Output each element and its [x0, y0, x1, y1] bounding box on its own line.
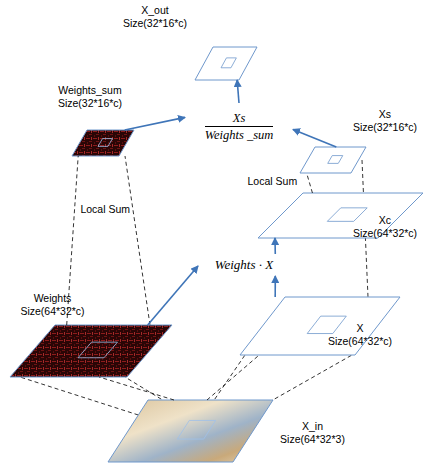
plane-name: X_out — [110, 4, 200, 17]
plane-label: XsSize(32*16*c) — [345, 108, 423, 134]
plane-outline — [10, 325, 172, 377]
arrow-connector — [274, 238, 276, 254]
plane-label: X_inSize(64*32*3) — [270, 420, 355, 446]
window-marker — [177, 420, 215, 439]
window-marker — [328, 156, 343, 164]
dashed-connector — [99, 377, 174, 400]
window-marker — [327, 208, 367, 222]
multiply-operator: Weights · X — [198, 254, 290, 276]
plane-shape — [72, 130, 134, 156]
plane-outline — [72, 130, 134, 156]
plane-label: Weights_sumSize(32*16*c) — [45, 84, 135, 110]
plane-shape — [300, 147, 366, 173]
plane-size: Size(32*16*c) — [110, 17, 200, 30]
plane-size: Size(64*32*3) — [270, 433, 355, 446]
arrow-connector — [274, 276, 276, 297]
plane-name: Xs — [345, 108, 423, 121]
weights-plane: WeightsSize(64*32*c) — [10, 325, 172, 377]
plane-label: X_outSize(32*16*c) — [110, 4, 200, 30]
arrow-connector — [293, 129, 336, 147]
arrow-connector — [148, 266, 198, 325]
division-operator: XsWeights _sum — [185, 103, 293, 151]
plane-size: Size(64*32*c) — [5, 305, 100, 318]
plane-name: X — [320, 322, 400, 335]
window-marker — [98, 139, 112, 147]
dashed-connector — [307, 173, 313, 193]
fraction: XsWeights _sum — [185, 103, 293, 151]
plane-outline — [240, 297, 400, 355]
plane-size: Size(64*32*c) — [345, 227, 423, 240]
edge-label: Local Sum — [248, 175, 298, 188]
plane-shape — [195, 47, 257, 80]
plane-outline — [195, 47, 257, 80]
input-image: X_inSize(64*32*3) — [108, 400, 273, 462]
plane-size: Size(32*16*c) — [345, 121, 423, 134]
operation-text: Weights · X — [215, 257, 273, 273]
plane-shape — [108, 400, 273, 462]
window-marker — [307, 316, 346, 333]
output-plane: X_outSize(32*16*c) — [195, 47, 257, 80]
dashed-line — [125, 156, 150, 325]
dashed-connector — [207, 355, 259, 400]
plane-name: Weights_sum — [45, 84, 135, 97]
plane-label: WeightsSize(64*32*c) — [5, 292, 100, 318]
weights-sum-plane: Weights_sumSize(32*16*c) — [72, 130, 134, 156]
plane-label: XcSize(64*32*c) — [345, 214, 423, 240]
plane-label: XSize(64*32*c) — [320, 322, 400, 348]
arrow-connector — [125, 117, 185, 130]
operation: Weights · X — [198, 254, 290, 276]
feature-plane: XSize(64*32*c) — [240, 297, 400, 355]
plane-name: Weights — [5, 292, 100, 305]
denominator: Weights _sum — [205, 126, 274, 143]
plane-size: Size(32*16*c) — [45, 97, 135, 110]
plane-name: Xc — [345, 214, 423, 227]
numerator: Xs — [233, 111, 246, 126]
window-marker — [221, 58, 236, 68]
plane-size: Size(64*32*c) — [320, 335, 400, 348]
arrow-connector — [237, 80, 239, 103]
window-marker — [78, 342, 117, 358]
plane-outline — [108, 400, 273, 462]
plane-shape — [10, 325, 172, 377]
edge-label: Local Sum — [80, 203, 130, 216]
local-sum-plane: XsSize(32*16*c) — [300, 147, 366, 173]
plane-name: X_in — [270, 420, 355, 433]
plane-outline — [300, 147, 366, 173]
weighted-plane: XcSize(64*32*c) — [258, 193, 423, 238]
